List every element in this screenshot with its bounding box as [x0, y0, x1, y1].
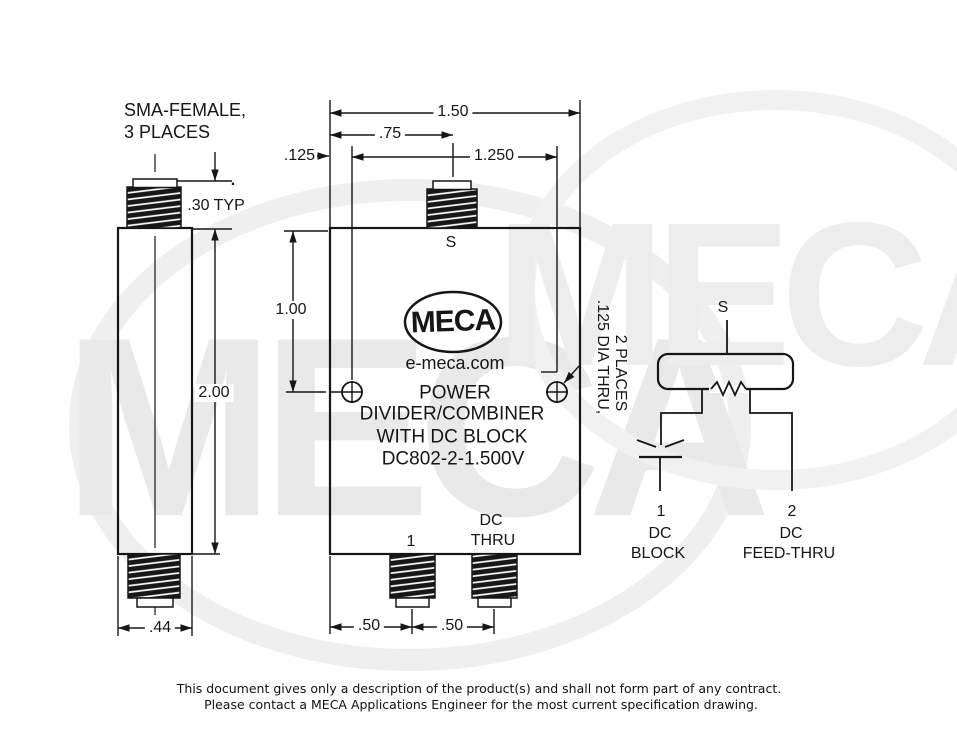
meca-logo-text: MECA	[410, 303, 496, 340]
top-view	[328, 180, 582, 608]
sma-connector-threads-top-left	[126, 186, 182, 229]
title-line1: POWER	[419, 382, 491, 404]
title-line2: DIVIDER/COMBINER	[359, 403, 545, 425]
port-s-label: S	[445, 234, 457, 251]
disclaimer-line2: Please contact a MECA Applications Engin…	[204, 696, 758, 712]
port-1-label: 1	[406, 533, 416, 550]
model-number: DC802-2-1.500V	[381, 448, 525, 470]
schematic-wire-port2	[749, 389, 793, 491]
title-line3: WITH DC BLOCK	[376, 426, 528, 448]
sma-connector-threads-port-1	[389, 553, 436, 599]
disclaimer-line1: This document gives only a description o…	[176, 680, 782, 696]
port-dc-label-line1: DC	[479, 512, 503, 529]
dim-edge-to-hole: .125	[283, 147, 315, 164]
sma-connector-cap-top-left	[132, 178, 178, 189]
sma-connector-cap-bottom-left	[136, 597, 174, 608]
sma-connector-cap-port-1	[395, 597, 430, 608]
dim-port-s-offset: .75	[374, 125, 406, 143]
watermark-oval-left	[69, 179, 751, 671]
website-label: e-meca.com	[405, 353, 505, 373]
dim-port1-offset: .50	[353, 617, 385, 635]
dim-connector-width: .44	[144, 619, 176, 637]
connector-note-line2: 3 PLACES	[124, 122, 211, 142]
schematic-resistor	[710, 379, 747, 398]
watermark-text-left: MECA	[63, 285, 766, 570]
mounting-hole-right	[546, 381, 568, 403]
mounting-hole-left	[331, 381, 363, 403]
meca-logo-oval	[403, 290, 503, 354]
dim-hole-spacing: 1.250	[469, 147, 519, 165]
dim-hole-height: 1.00	[271, 301, 311, 319]
connector-note-line1: SMA-FEMALE,	[124, 100, 247, 120]
schematic-port1-number: 1	[656, 503, 666, 520]
dim-port-pitch: .50	[436, 617, 468, 635]
hole-note-line1: .125 DIA THRU,	[594, 299, 611, 415]
watermark-text-right: MECA	[495, 180, 957, 409]
dim-connector-height: .30 TYP	[187, 197, 245, 214]
schematic	[636, 320, 795, 491]
port-dc-label-line2: THRU	[470, 532, 516, 549]
schematic-port-s-label: S	[717, 299, 729, 316]
connector-note: SMA-FEMALE, 3 PLACES	[124, 99, 246, 143]
schematic-wire-port1	[660, 389, 703, 445]
sma-connector-cap-port-s	[432, 180, 472, 191]
sma-connector-threads-port-s	[426, 188, 478, 229]
schematic-port2-name-line2: FEED-THRU	[742, 545, 836, 562]
sma-connector-threads-bottom-left	[127, 553, 181, 599]
sma-connector-cap-dc-thru	[477, 597, 512, 608]
hole-note-line2: 2 PLACES	[612, 334, 629, 412]
schematic-port2-number: 2	[787, 503, 797, 520]
left-side-view	[116, 154, 194, 615]
schematic-port2-name-line1: DC	[779, 525, 803, 542]
dim-overall-width: 1.50	[433, 103, 473, 121]
stray-dot: .	[230, 172, 236, 189]
schematic-port1-name-line2: BLOCK	[630, 545, 686, 562]
sma-connector-threads-dc-thru	[471, 553, 518, 599]
dim-body-height: 2.00	[194, 384, 234, 402]
schematic-port1-name-line1: DC	[648, 525, 672, 542]
watermark-oval-right	[515, 90, 957, 490]
background-watermark: MECA MECA	[63, 90, 957, 671]
